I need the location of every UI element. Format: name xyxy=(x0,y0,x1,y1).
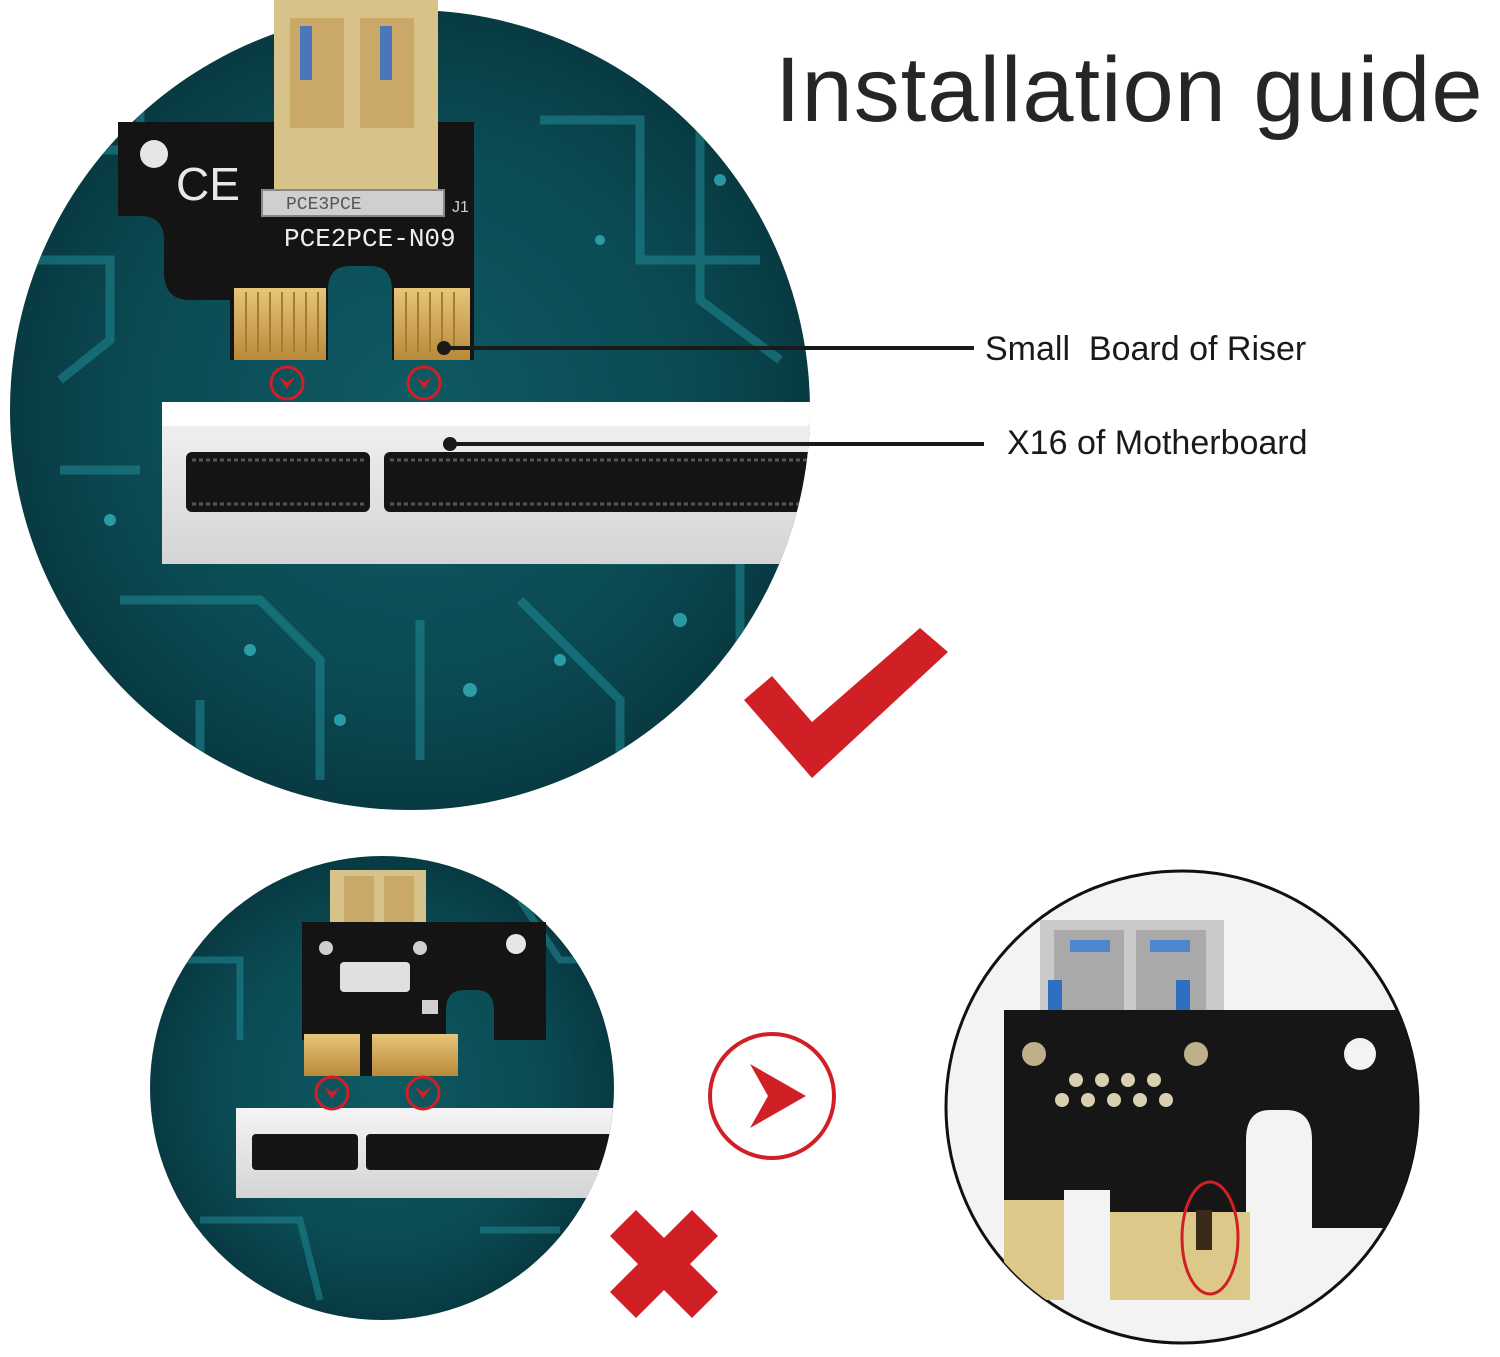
arrow-right-icon xyxy=(708,1032,836,1160)
motherboard-callout-line xyxy=(443,437,984,451)
j1-label: J1 xyxy=(452,199,469,216)
riser-photo-circle xyxy=(944,869,1420,1345)
connector-label: PCE3PCE xyxy=(286,195,362,215)
mount-hole xyxy=(140,140,168,168)
riser-callout-label: Small Board of Riser xyxy=(985,330,1307,368)
riser-callout-line xyxy=(437,341,974,355)
model-label: PCE2PCE-N09 xyxy=(284,224,456,254)
gold-fingers-short xyxy=(234,288,326,360)
x16-slot-small xyxy=(236,1108,614,1198)
correct-install-circle: CE PCE3PCE J1 PCE2PCE-N09 xyxy=(10,0,810,810)
alignment-marker-4 xyxy=(405,1075,441,1111)
page-title: Installation guide xyxy=(775,39,1484,141)
riser-board-back xyxy=(302,870,546,1076)
alignment-marker-2 xyxy=(406,365,442,401)
highlight-ellipse xyxy=(1180,1180,1240,1296)
cross-icon xyxy=(610,1210,718,1318)
alignment-marker-3 xyxy=(314,1075,350,1111)
motherboard-callout-label: X16 of Motherboard xyxy=(1007,424,1308,462)
circuit-traces-small xyxy=(170,898,600,1301)
incorrect-install-circle xyxy=(150,856,614,1320)
ce-mark: CE xyxy=(176,158,240,210)
alignment-marker-1 xyxy=(269,365,305,401)
circuit-dots xyxy=(104,174,726,726)
check-icon xyxy=(744,628,948,778)
riser-board: CE PCE3PCE J1 PCE2PCE-N09 xyxy=(118,0,474,360)
x16-slot xyxy=(162,402,810,564)
